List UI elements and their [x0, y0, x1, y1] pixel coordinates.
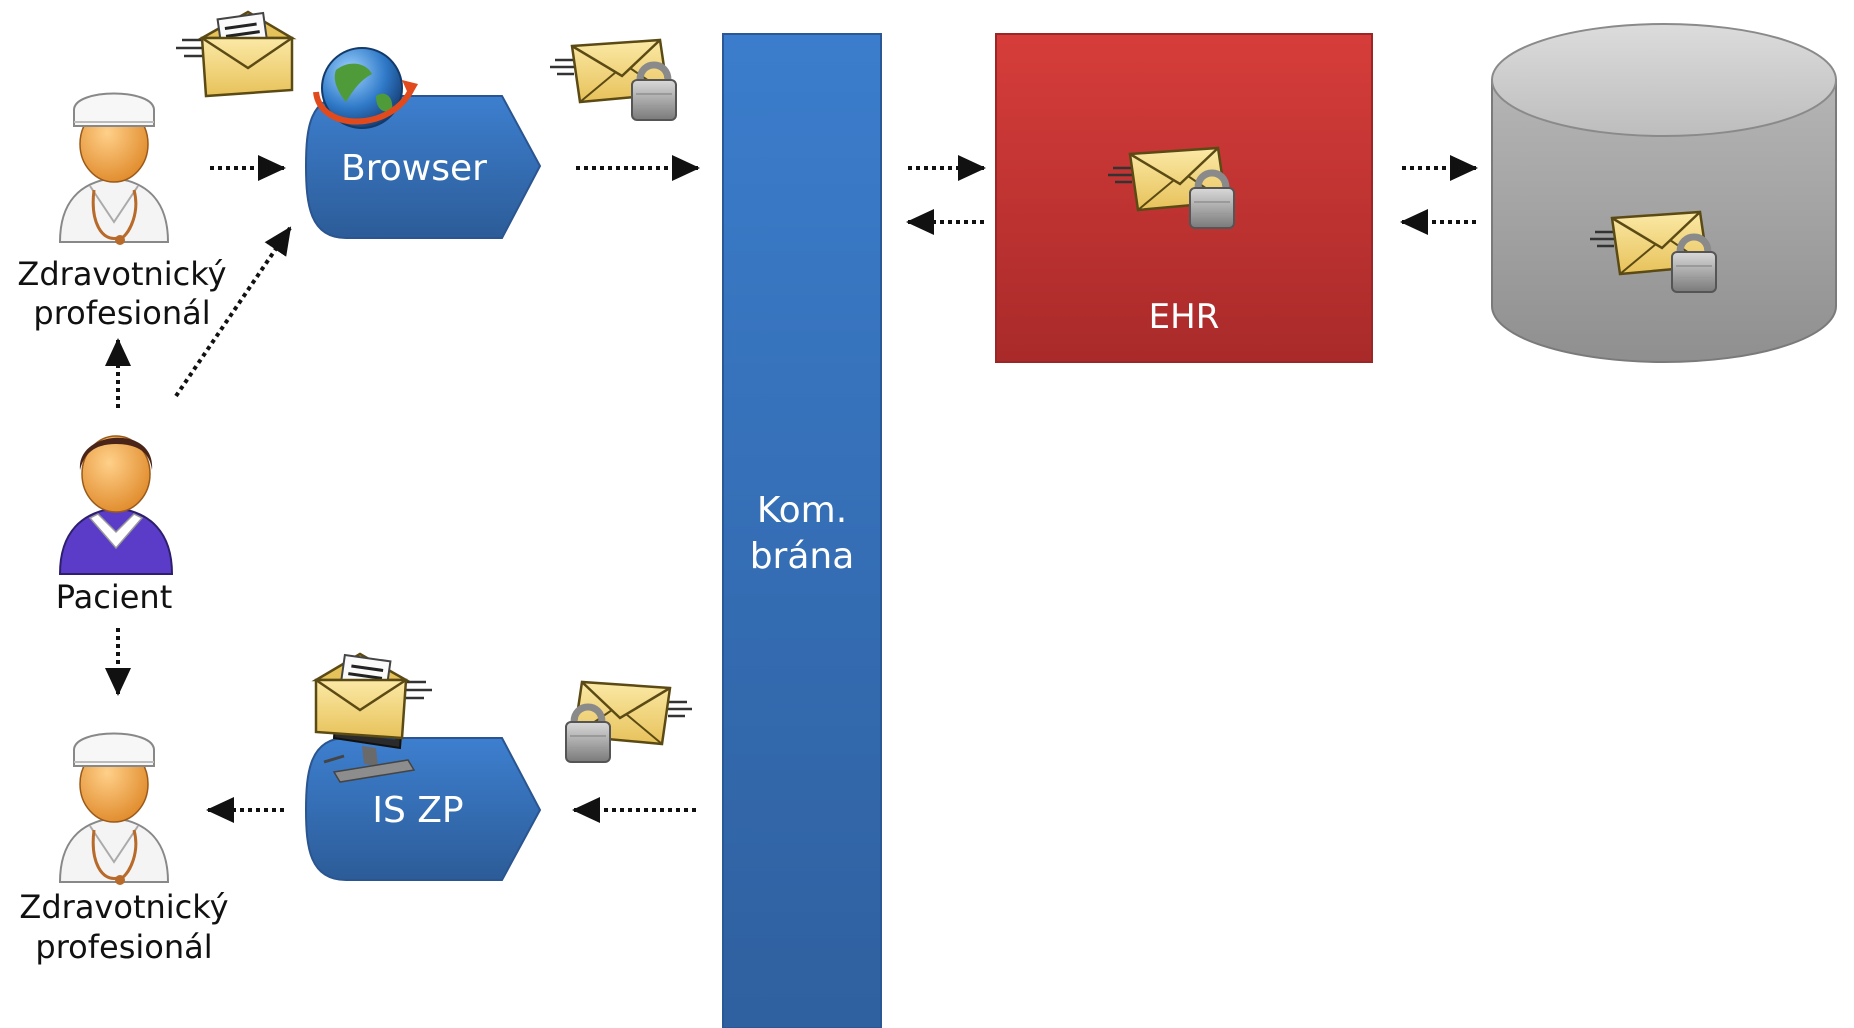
- storage-database-cylinder: [1491, 23, 1837, 363]
- browser-out-locked-envelope-icon: [550, 40, 676, 120]
- professional-bottom-label-line2: profesionál: [35, 928, 212, 966]
- browser-shape: [304, 95, 542, 239]
- doctor-icon-bottom: [58, 732, 170, 887]
- browser-label: Browser: [341, 148, 487, 189]
- professional-top-label-line2: profesionál: [33, 294, 210, 332]
- professional-bottom-label-line1: Zdravotnický: [19, 888, 228, 926]
- professional-top-label-line1: Zdravotnický: [17, 255, 226, 293]
- ehr-label: EHR: [1149, 297, 1220, 337]
- patient-label: Pacient: [56, 578, 172, 616]
- globe-icon: [313, 47, 418, 129]
- is-zp-label: IS ZP: [372, 790, 463, 831]
- bottom-open-envelope-icon: [314, 652, 434, 740]
- doctor-icon-top: [58, 92, 170, 247]
- arrow-patient-to-browser: [174, 226, 292, 398]
- gateway-label-line1: Kom.: [757, 490, 847, 531]
- top-open-envelope-icon: [174, 10, 294, 98]
- gateway-bar: [722, 33, 882, 1028]
- is-zp-in-locked-envelope-icon: [566, 682, 692, 762]
- gateway-label-line2: brána: [750, 536, 855, 577]
- patient-icon: [59, 435, 173, 575]
